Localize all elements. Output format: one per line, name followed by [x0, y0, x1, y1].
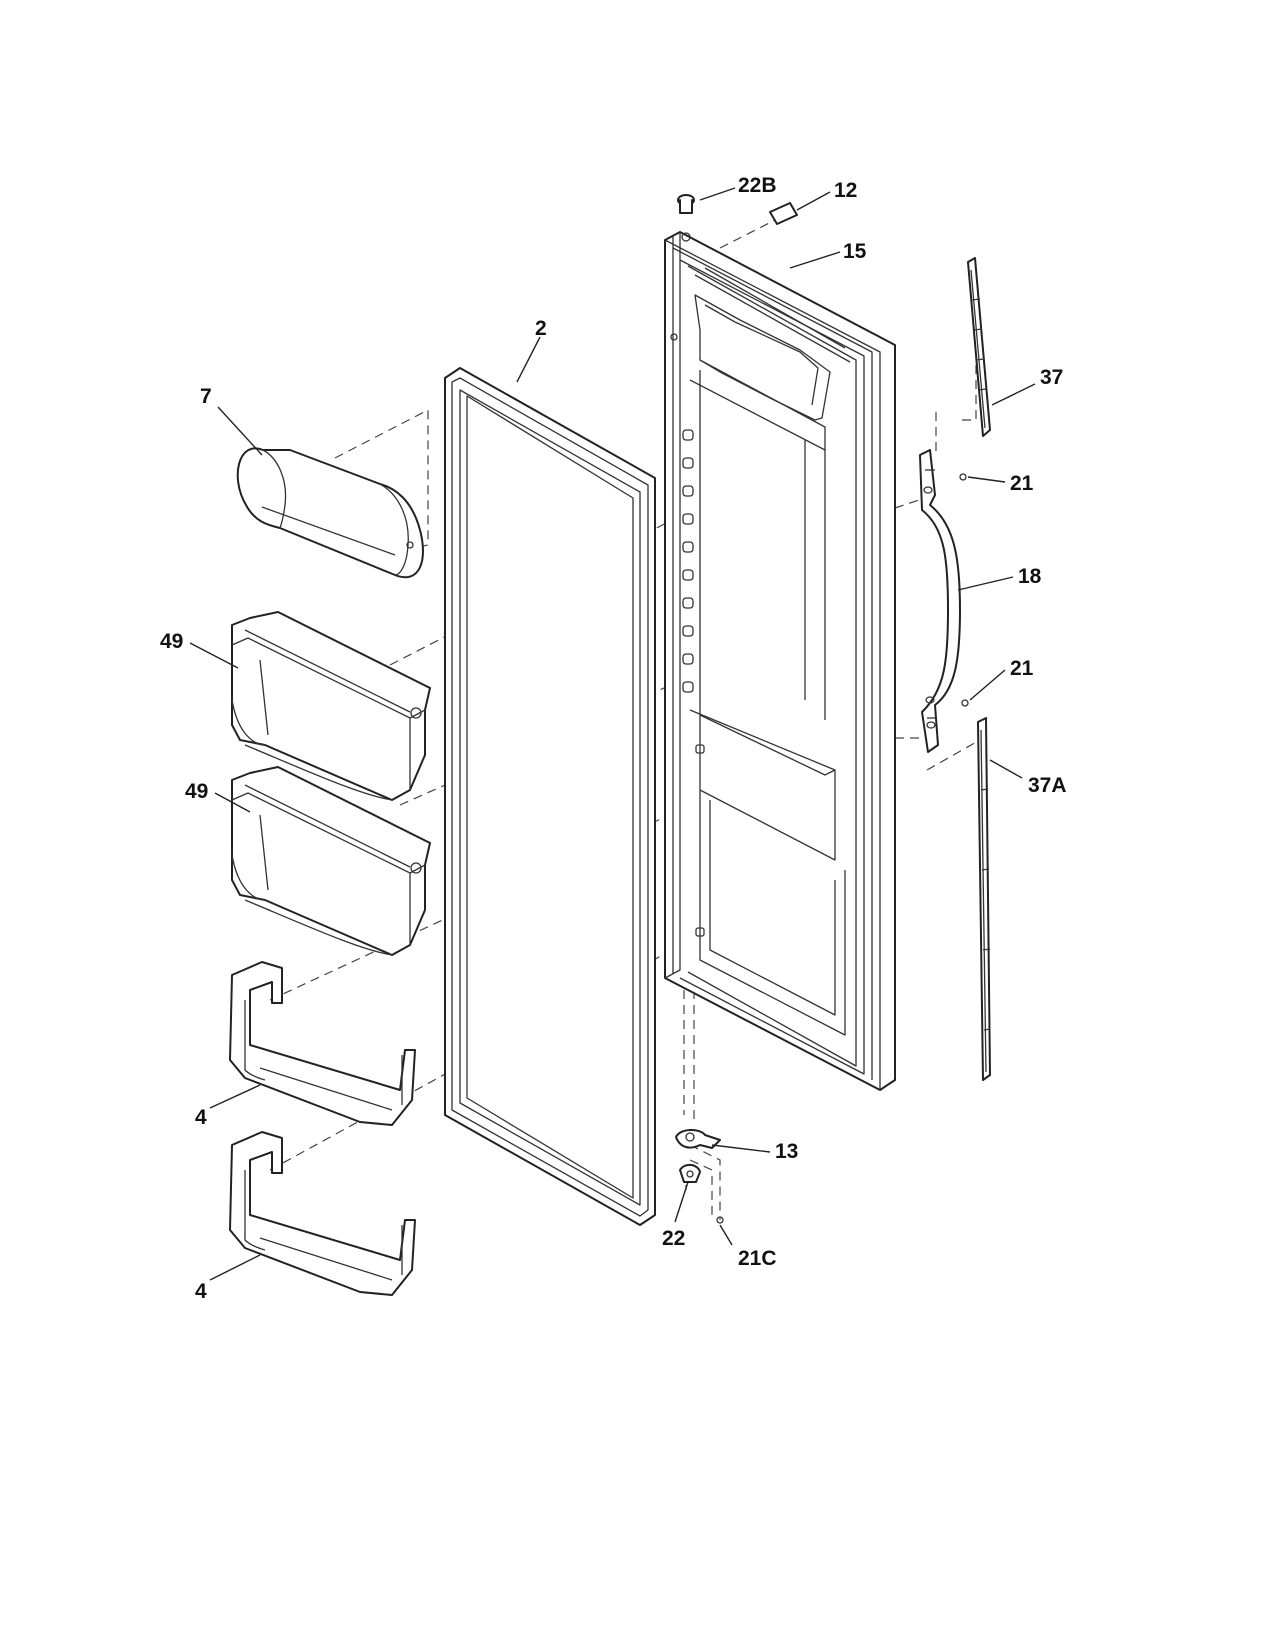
callout-12: 12: [834, 179, 857, 202]
callout-21C: 21C: [738, 1247, 777, 1270]
callout-22B: 22B: [738, 174, 777, 197]
callout-22: 22: [662, 1227, 685, 1250]
door-bin-upper: [231, 611, 431, 801]
callout-21-top: 21: [1010, 472, 1034, 495]
callout-21-bottom: 21: [1010, 657, 1034, 680]
callout-18: 18: [1018, 565, 1042, 588]
door-gasket: [444, 367, 656, 1226]
door-handle: [919, 449, 961, 753]
handle-screw-top: [959, 473, 967, 481]
bottom-hinge-bracket: [675, 1129, 721, 1149]
callout-37A: 37A: [1028, 774, 1067, 797]
door-liner-upper: [689, 294, 846, 1036]
callout-15: 15: [843, 240, 867, 263]
handle-trim-bottom: [977, 717, 991, 1081]
door-outer-panel: [664, 231, 896, 1091]
callout-37: 37: [1040, 366, 1063, 389]
callout-4-bottom: 4: [195, 1280, 207, 1303]
callout-49-top: 49: [160, 630, 183, 653]
door-shelf-bumps: [670, 333, 705, 937]
dairy-door: [236, 447, 424, 579]
handle-trim-top: [967, 257, 991, 437]
top-hinge-plug: [677, 194, 695, 242]
door-shelf-lower: [229, 1131, 416, 1296]
door-shelf-upper: [229, 961, 416, 1126]
callout-13: 13: [775, 1140, 798, 1163]
callout-2: 2: [535, 317, 547, 340]
callout-4-top: 4: [195, 1106, 207, 1129]
door-bin-lower: [231, 766, 431, 956]
callout-labels: 22B 12 15 2 7 37 21 18 49 21 37A 49 4 13…: [160, 174, 1067, 1303]
hinge-screw: [716, 1216, 724, 1224]
leader-lines: [189, 187, 1036, 1281]
handle-screw-bottom: [961, 699, 969, 707]
bottom-hinge-bushing: [679, 1164, 701, 1183]
top-cover-clip: [769, 202, 798, 225]
callout-7: 7: [200, 385, 212, 408]
callout-49-bottom: 49: [185, 780, 208, 803]
